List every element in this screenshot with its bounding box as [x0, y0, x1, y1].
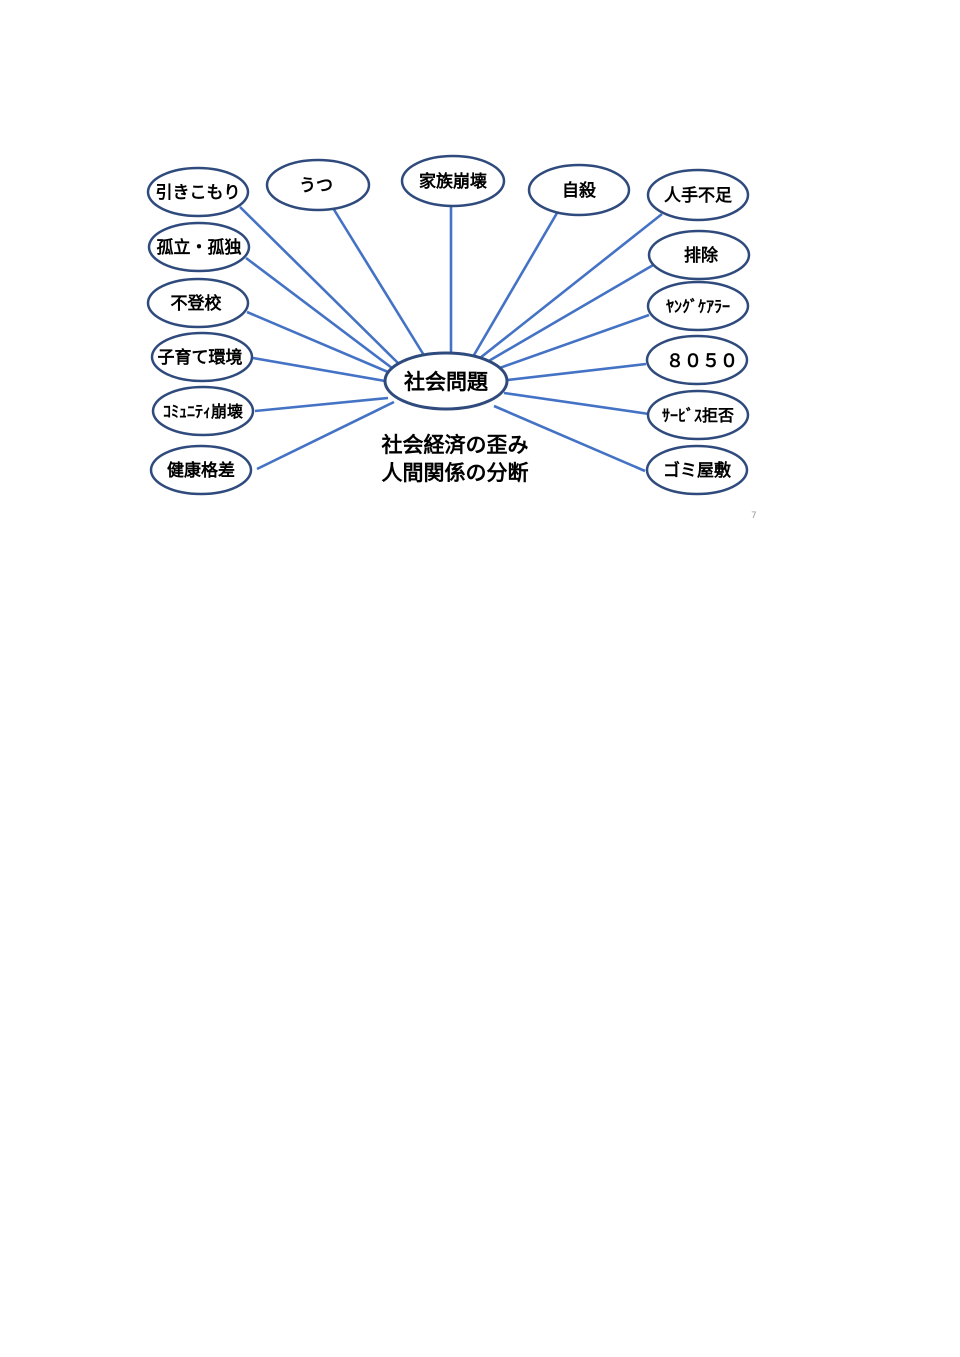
node-label: 自殺 — [562, 180, 597, 201]
node-haijo: 排除 — [647, 229, 751, 281]
node-gomi-yashiki: ゴミ屋敷 — [645, 444, 749, 496]
node-label: ｻｰﾋﾞｽ拒否 — [662, 406, 734, 425]
connector-jisatsu — [472, 212, 559, 356]
node-label: 排除 — [684, 245, 719, 266]
connectors — [239, 206, 663, 473]
node-utsu: うつ — [265, 158, 371, 212]
connector-8050 — [506, 362, 647, 382]
connector-service-kyohi — [503, 391, 650, 416]
node-label: ゴミ屋敷 — [663, 460, 732, 481]
connector-hitode-busoku — [479, 212, 663, 360]
page-number: 7 — [751, 511, 757, 521]
connector-gomi-yashiki — [493, 404, 646, 473]
node-label: ８０５０ — [666, 351, 738, 372]
node-label: 健康格差 — [167, 460, 235, 481]
node-label: ﾔﾝｸﾞｹｱﾗｰ — [666, 297, 730, 316]
node-8050: ８０５０ — [645, 334, 749, 386]
node-kosodate-kankyou: 子育て環境 — [150, 331, 254, 383]
node-hitode-busoku: 人手不足 — [646, 168, 750, 222]
node-label: 家族崩壊 — [419, 171, 488, 192]
node-koritsu-kodoku: 孤立・孤独 — [147, 221, 251, 273]
node-label: うつ — [299, 176, 333, 196]
node-label: 子育て環境 — [158, 347, 243, 368]
node-community-houkai: ｺﾐｭﾆﾃｨ崩壊 — [151, 385, 255, 437]
node-label: ｺﾐｭﾆﾃｨ崩壊 — [163, 402, 244, 421]
connector-koritsu-kodoku — [245, 256, 393, 370]
node-label: 人手不足 — [664, 185, 732, 206]
node-kazoku-houkai: 家族崩壊 — [400, 154, 506, 208]
diagram-caption: 社会経済の歪み 人間関係の分断 — [330, 431, 580, 487]
node-label: 引きこもり — [156, 183, 241, 203]
node-label: 不登校 — [171, 293, 223, 314]
node-kenkou-kakusa: 健康格差 — [149, 444, 253, 496]
connector-community-houkai — [254, 396, 389, 413]
connector-utsu — [331, 207, 427, 358]
connector-kenkou-kakusa — [256, 400, 395, 471]
connector-kosodate-kankyou — [252, 356, 386, 383]
center-label: 社会問題 — [403, 370, 489, 394]
node-hikikomori: 引きこもり — [146, 166, 250, 218]
node-futoukou: 不登校 — [146, 277, 250, 329]
connector-haijo — [486, 262, 656, 364]
connector-hikikomori — [239, 206, 401, 366]
node-jisatsu: 自殺 — [527, 163, 631, 217]
connector-young-carer — [493, 313, 650, 372]
node-label: 孤立・孤独 — [157, 237, 242, 258]
center-node: 社会問題 — [383, 351, 509, 411]
connector-futoukou — [246, 310, 389, 374]
node-young-carer: ﾔﾝｸﾞｹｱﾗｰ — [646, 280, 750, 332]
node-service-kyohi: ｻｰﾋﾞｽ拒否 — [646, 389, 750, 441]
caption-line-2: 人間関係の分断 — [381, 461, 529, 485]
caption-line-1: 社会経済の歪み — [381, 433, 529, 457]
